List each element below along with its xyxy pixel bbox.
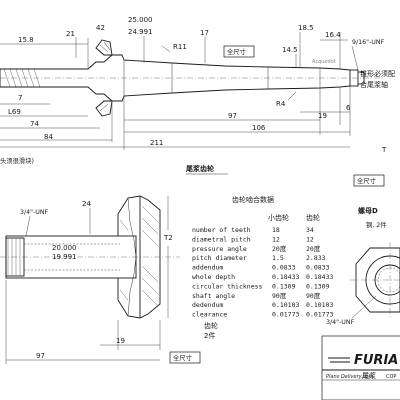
table-row-label: number of teeth — [192, 226, 251, 234]
thread-callout-top: 9/16"-UNF — [352, 39, 385, 46]
table-row-label: shaft angle — [192, 292, 235, 300]
dim-84: 84 — [44, 133, 53, 141]
dim-25000: 25.000 — [128, 16, 153, 24]
gear-table-title: 齿轮啮合数据 — [232, 195, 274, 204]
dim-42: 42 — [96, 24, 105, 32]
table-row-label: addendum — [192, 264, 223, 272]
gear-data-table: 齿轮啮合数据 小齿轮 齿轮 number of teeth 18 34 diametr… — [192, 195, 333, 319]
dim-21: 21 — [66, 30, 75, 38]
table-row-gear: 0.0833 — [306, 264, 330, 272]
table-rows: number of teeth 18 34 diametral pitch 12 12 pr… — [192, 226, 333, 319]
scale-note-right: 全尺寸 — [357, 176, 376, 185]
table-row-label: circular thickness — [192, 282, 263, 290]
table-row-gear: 12 — [306, 235, 314, 243]
gear-section-view: 3/4"-UNF 24 20.000 19.991 T2 19 97 齿轮 2件… — [0, 195, 218, 364]
dim-24: 24 — [82, 200, 91, 208]
gear-part-qty: 2件 — [204, 331, 215, 340]
faint-text: Acquedot — [312, 59, 336, 65]
shaft-gear-teeth — [95, 39, 113, 117]
scale-note-gear: 全尺寸 — [173, 353, 192, 362]
scale-note-box — [223, 45, 255, 58]
dim-106: 106 — [252, 124, 266, 132]
table-row-pinion: 90度 — [272, 291, 287, 300]
dim-7: 7 — [18, 94, 22, 102]
dim-74: 74 — [30, 120, 39, 128]
dia-min: 19.991 — [52, 253, 77, 261]
dim-l69: L69 — [8, 108, 21, 116]
table-row-label: whole depth — [192, 273, 235, 281]
table-row-pinion: 0.01773 — [272, 311, 299, 319]
gear-section-hatch — [119, 205, 159, 307]
table-row-label: clearance — [192, 311, 227, 319]
table-row-pinion: 12 — [272, 235, 280, 243]
taper-note-1: 锥形必须配 — [360, 69, 395, 78]
bottom-dimensions: 7 L69 74 84 R4 97 19 6 106 211 T — [0, 86, 387, 154]
dim-6: 6 — [346, 104, 351, 112]
nut-thread: 3/4"-UNF — [326, 319, 355, 326]
top-dimensions: 15.8 21 42 25.000 24.991 R11 17 14.5 18.… — [0, 16, 385, 71]
table-row-pinion: 1.5 — [272, 254, 284, 262]
gear-part-label: 齿轮 — [204, 321, 218, 330]
scale-note-box-3 — [169, 351, 201, 364]
dim-24991: 24.991 — [128, 28, 153, 36]
brand-logo-text: FURIA — [354, 353, 398, 368]
table-row-pinion: 20度 — [272, 244, 287, 253]
table-row-pinion: 0.10103 — [272, 301, 299, 309]
dim-97: 97 — [228, 112, 237, 120]
nut-subtitle: 钢, 2件 — [366, 220, 387, 229]
table-row-label: pitch diameter — [192, 254, 247, 262]
table-row-pinion: 0.0833 — [272, 264, 296, 272]
nut-title: 螺母D — [358, 206, 378, 215]
title-block: FURIA 尾浆 Plans Delivery.com COP — [321, 335, 400, 400]
table-row-gear: 0.01773 — [306, 311, 333, 319]
dim-t: T — [381, 146, 387, 154]
scale-note-box-2 — [353, 174, 385, 187]
table-row-label: dedendum — [192, 301, 223, 309]
nut-view: 螺母D 钢, 2件 3/4"-UNF — [326, 206, 400, 326]
table-row-label: pressure angle — [192, 245, 247, 253]
table-row-gear: 90度 — [306, 291, 321, 300]
dia-max: 20.000 — [52, 244, 77, 252]
dim-16-4: 16.4 — [325, 31, 341, 39]
dim-211: 211 — [150, 139, 163, 147]
shaft-knurl-hatch — [3, 68, 41, 88]
small-text: COP — [386, 374, 396, 380]
col-gear: 齿轮 — [306, 213, 320, 222]
table-row-gear: 0.18433 — [306, 273, 333, 281]
dim-97-gear: 97 — [36, 352, 45, 360]
taper-note-2: 合尾浆轴 — [360, 80, 388, 89]
dim-14-5: 14.5 — [282, 46, 298, 54]
dim-15-8: 15.8 — [18, 36, 34, 44]
table-row-gear: 0.1309 — [306, 282, 330, 290]
dim-r4: R4 — [276, 100, 286, 108]
gear-title: 尾浆齿轮 — [185, 164, 214, 173]
table-row-pinion: 0.18433 — [272, 273, 299, 281]
dim-r11: R11 — [173, 43, 187, 51]
table-row-gear: 0.10103 — [306, 301, 333, 309]
table-row-label: diametral pitch — [192, 235, 251, 243]
left-note: 头须很滑块) — [0, 156, 34, 165]
dim-17: 17 — [200, 29, 209, 37]
dim-18-5: 18.5 — [298, 24, 314, 32]
dim-19: 19 — [318, 112, 327, 120]
dim-t2: T2 — [163, 234, 173, 242]
scale-note-top: 全尺寸 — [227, 47, 246, 56]
table-row-pinion: 0.1309 — [272, 282, 296, 290]
col-pinion: 小齿轮 — [268, 213, 289, 222]
site-name: Plans Delivery.com — [326, 374, 374, 380]
gear-thread: 3/4"-UNF — [20, 209, 49, 216]
dim-19-gear: 19 — [116, 337, 125, 345]
table-row-gear: 34 — [306, 226, 314, 234]
tail-shaft-view: Acquedot 15.8 21 42 25.000 24.991 R11 17… — [0, 16, 395, 154]
table-row-pinion: 18 — [272, 226, 280, 234]
part-name: 尾浆 — [362, 371, 376, 380]
table-row-gear: 2.833 — [306, 254, 326, 262]
table-row-gear: 20度 — [306, 244, 321, 253]
